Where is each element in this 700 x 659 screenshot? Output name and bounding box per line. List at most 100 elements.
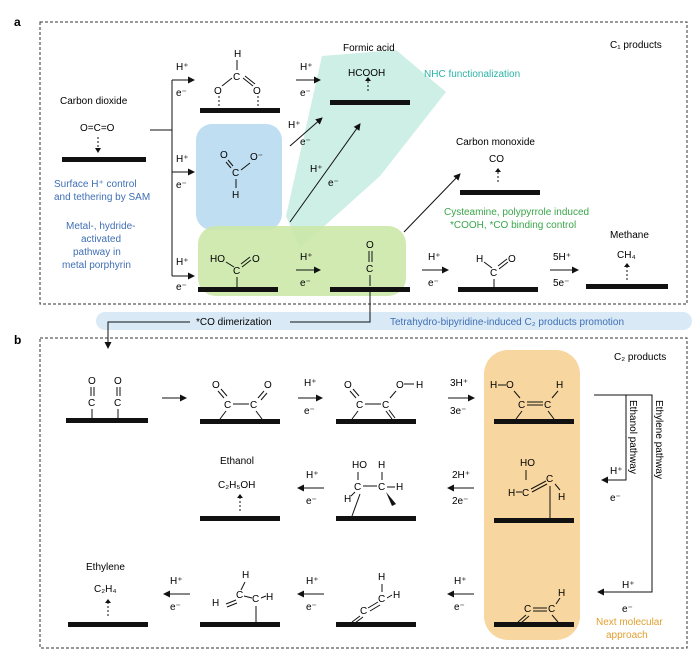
next-molecular-line1: Next molecular: [596, 617, 663, 628]
svg-text:O: O: [344, 380, 352, 391]
svg-text:O: O: [253, 86, 261, 97]
carbon-monoxide-surface: [460, 190, 540, 195]
ethoxy-surface: [336, 516, 416, 521]
occo-arrow-e: e⁻: [304, 406, 315, 417]
blue-highlight: [196, 124, 282, 230]
svg-text:H: H: [490, 380, 497, 391]
ethyl-arrow-e: e⁻: [306, 602, 317, 613]
formic-acid-label: Formic acid: [343, 43, 395, 54]
svg-text:O: O: [396, 380, 404, 391]
ethanol-arrow-e: e⁻: [306, 496, 317, 507]
co-head: [495, 168, 501, 172]
co-surface: [330, 287, 410, 292]
ethanol-arrow-h: H⁺: [306, 470, 319, 481]
green-highlight: [198, 226, 406, 296]
nhc-label: NHC functionalization: [424, 69, 520, 80]
svg-text:H: H: [416, 380, 423, 391]
carboxylate-intermediate: O C O⁻ H: [220, 150, 263, 201]
co-dimerization-label-bg: [190, 314, 290, 328]
branch-bracket: [150, 76, 195, 280]
c2h4-formula: C₂H₄: [94, 584, 116, 595]
hydroxy-vinyl-intermediate: HO H C C H: [508, 458, 565, 518]
svg-text:H: H: [556, 380, 563, 391]
cooh-co-h: H⁺: [300, 252, 313, 263]
svg-text:H: H: [558, 588, 565, 599]
ethylene-arrow-e: e⁻: [170, 602, 181, 613]
orange-highlight: [484, 350, 580, 640]
cooh-intermediate: HO C O: [210, 254, 260, 287]
svg-text:O: O: [252, 254, 260, 265]
panel-b-frame: [39, 337, 688, 649]
next-molecular-line2: approach: [606, 630, 648, 641]
hcooh-formula: HCOOH: [348, 68, 385, 79]
formate-intermediate: H C O O: [214, 49, 261, 108]
co2-surface: [62, 157, 146, 162]
panel-b-label: b: [14, 333, 21, 347]
svg-text:H: H: [266, 592, 273, 603]
carbox-arrow-h: H⁺: [288, 120, 301, 131]
svg-text:C: C: [548, 604, 555, 615]
ethylene-branch-e: e⁻: [622, 604, 633, 615]
co2-molecule: O=C=O: [80, 123, 115, 134]
occo-arrow-h: H⁺: [304, 378, 317, 389]
vinyl-arrow-e: e⁻: [454, 602, 465, 613]
methane-arrow-e: 5e⁻: [553, 278, 569, 289]
svg-text:C: C: [252, 594, 259, 605]
vinyl-enol-intermediate: H O C C H: [490, 380, 563, 420]
cooh-co-e: e⁻: [300, 278, 311, 289]
svg-text:HO: HO: [352, 460, 367, 471]
svg-text:C: C: [356, 400, 363, 411]
ethoxy-arrow-e: 2e⁻: [452, 496, 468, 507]
svg-text:H: H: [234, 49, 241, 60]
svg-text:H: H: [242, 570, 249, 581]
c2-products-title: C₂ products: [614, 352, 666, 363]
svg-text:C: C: [366, 264, 373, 275]
ethylene-pathway-line: [597, 394, 653, 596]
panel-a-label: a: [14, 15, 21, 29]
branch1-h: H⁺: [176, 62, 189, 73]
c1-products-title: C₁ products: [610, 40, 662, 51]
occoh-arrow-e: 3e⁻: [450, 406, 466, 417]
formate-arrow-h: H⁺: [300, 62, 313, 73]
ethyl-intermediate: H C C H H: [212, 570, 273, 622]
ethyl-arrow-h: H⁺: [306, 576, 319, 587]
cysteamine-line1: Cysteamine, polypyrrole induced: [444, 207, 589, 218]
cho-intermediate: H C O: [476, 254, 516, 287]
svg-text:C: C: [524, 604, 531, 615]
svg-text:C: C: [114, 398, 121, 409]
svg-text:O: O: [88, 376, 96, 387]
cooh-arrow-e: e⁻: [328, 178, 339, 189]
vinyl-arrow-h: H⁺: [454, 576, 467, 587]
svg-text:H: H: [232, 190, 239, 201]
ethyl-surface: [200, 622, 280, 627]
vinylidene-surface: [494, 622, 574, 627]
svg-text:O: O: [508, 254, 516, 265]
occoh-intermediate: O C C O H: [344, 380, 423, 420]
svg-text:HO: HO: [210, 254, 225, 265]
svg-text:C: C: [382, 400, 389, 411]
svg-text:C: C: [546, 474, 553, 485]
svg-text:H: H: [476, 254, 483, 265]
svg-text:O⁻: O⁻: [250, 152, 263, 163]
surface-h-control-line2: and tethering by SAM: [54, 192, 150, 203]
svg-text:C: C: [354, 482, 361, 493]
co-formula: CO: [489, 154, 504, 165]
surface-h-control-line1: Surface H⁺ control: [54, 179, 137, 190]
svg-text:C: C: [236, 590, 243, 601]
cho-surface: [458, 287, 538, 292]
svg-text:C: C: [518, 400, 525, 411]
occo-surface: [200, 419, 280, 424]
svg-text:C: C: [233, 266, 240, 277]
svg-text:C: C: [360, 606, 367, 617]
formate-arrow-e: e⁻: [300, 88, 311, 99]
svg-text:O: O: [366, 240, 374, 251]
vinylidene-intermediate: C C H: [517, 588, 565, 624]
carboxylate-to-formic-arrow: [289, 117, 323, 147]
svg-text:H: H: [344, 494, 351, 505]
cooh-arrow-h: H⁺: [310, 164, 323, 175]
svg-text:O: O: [220, 150, 228, 161]
svg-text:C: C: [522, 488, 529, 499]
ethanol-head: [237, 494, 243, 498]
metal-hydride-line2: activated: [81, 234, 121, 245]
two-co-intermediate: O C O C: [88, 376, 122, 418]
